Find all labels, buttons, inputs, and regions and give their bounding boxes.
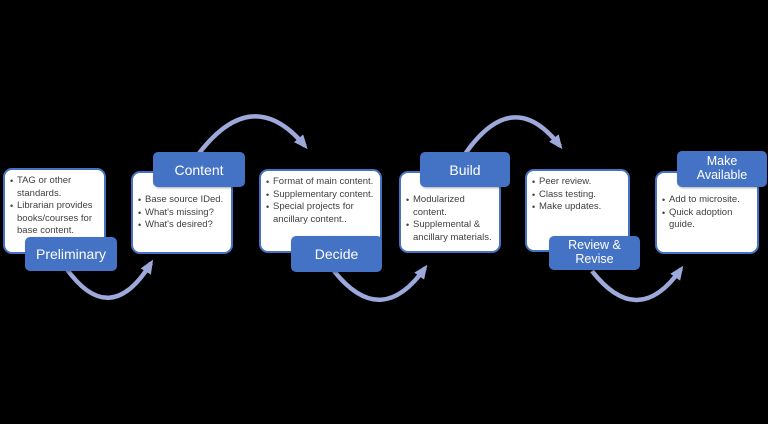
bullet-item: Make updates. <box>531 201 625 214</box>
arrow-preliminary-to-content-icon <box>64 259 154 300</box>
bullet-item: Librarian provides books/courses for bas… <box>9 200 101 238</box>
arrow-content-to-decide-icon <box>195 114 308 158</box>
stage-label-make-available: Make Available <box>677 151 767 187</box>
stage-label-build: Build <box>420 152 510 187</box>
bullet-item: What's missing? <box>137 207 228 220</box>
arrow-decide-to-build-icon <box>332 264 428 302</box>
stage-bullets-preliminary: TAG or other standards. Librarian provid… <box>9 175 101 238</box>
stage-bullets-make-available: Add to microsite. Quick adoption guide. <box>661 194 754 232</box>
bullet-item: Special projects for ancillary content.. <box>265 201 377 226</box>
bullet-item: Supplemental & ancillary materials. <box>405 219 496 244</box>
bullet-item: Supplementary content. <box>265 189 377 202</box>
bullet-item: Quick adoption guide. <box>661 207 754 232</box>
stage-label-review-revise: Review & Revise <box>549 236 640 270</box>
bullet-item: Modularized content. <box>405 194 496 219</box>
stage-bullets-content: Base source IDed. What's missing? What's… <box>137 194 228 232</box>
bullet-item: Peer review. <box>531 176 625 189</box>
stage-label-preliminary: Preliminary <box>25 237 117 271</box>
bullet-item: Format of main content. <box>265 176 377 189</box>
arrow-review-to-makeavailable-icon <box>590 265 684 303</box>
bullet-item: TAG or other standards. <box>9 175 101 200</box>
stage-label-decide: Decide <box>291 236 382 272</box>
stage-label-content: Content <box>153 152 245 187</box>
bullet-item: Add to microsite. <box>661 194 754 207</box>
bullet-item: Class testing. <box>531 189 625 202</box>
arrow-build-to-review-icon <box>463 115 563 156</box>
stage-bullets-decide: Format of main content. Supplementary co… <box>265 176 377 226</box>
stage-bullets-build: Modularized content. Supplemental & anci… <box>405 194 496 244</box>
bullet-item: Base source IDed. <box>137 194 228 207</box>
bullet-item: What's desired? <box>137 219 228 232</box>
stage-box-decide: Format of main content. Supplementary co… <box>259 169 382 253</box>
stage-bullets-review-revise: Peer review. Class testing. Make updates… <box>531 176 625 214</box>
